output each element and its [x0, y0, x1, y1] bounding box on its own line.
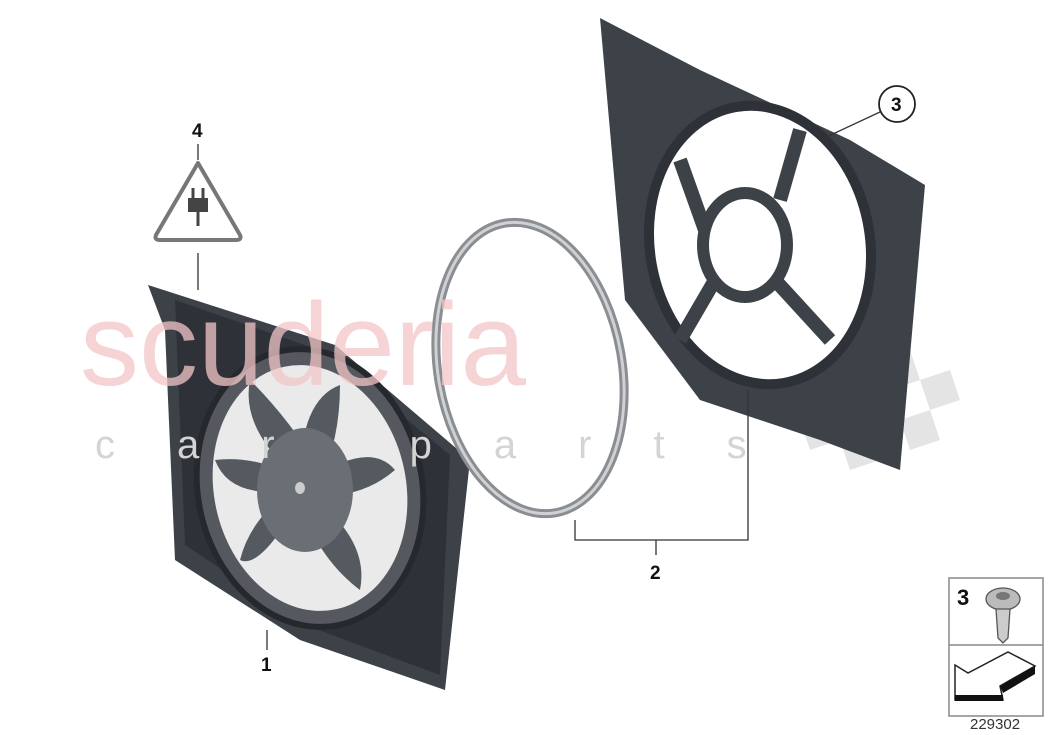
fan-shroud-frame-image [600, 18, 925, 470]
diagram-number: 229302 [970, 716, 1020, 733]
arrow-down-left-icon [954, 651, 1037, 701]
watermark-text-car-parts: car parts [95, 423, 809, 467]
watermark-text-scuderia: scuderia [80, 279, 526, 411]
shroud-ring-image [431, 217, 629, 519]
legend-callout-3: 3 [957, 585, 969, 610]
callout-3-circle [878, 85, 916, 123]
callout-3[interactable]: 3 [891, 95, 902, 116]
electrical-warning-triangle-icon [153, 161, 243, 242]
callout-1[interactable]: 1 [261, 655, 272, 676]
legend-box: 3 [948, 577, 1044, 717]
screw-icon [985, 587, 1021, 644]
callout-4[interactable]: 4 [192, 121, 203, 142]
fan-shroud-with-fan-image [148, 285, 470, 690]
callout-2[interactable]: 2 [650, 563, 661, 584]
